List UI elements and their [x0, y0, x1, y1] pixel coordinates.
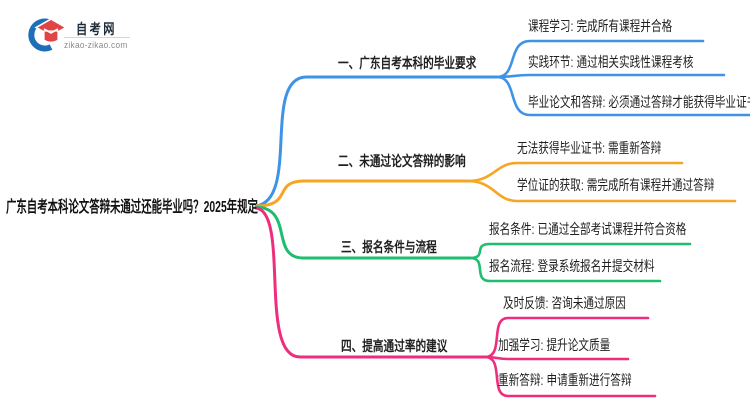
branch3-child-2[interactable]: 报名流程: 登录系统报名并提交材料: [489, 258, 655, 274]
site-logo: 自考网 zikao-zikao.com: [0, 0, 220, 60]
branch2-child-1[interactable]: 无法获得毕业证书: 需重新答辩: [517, 140, 662, 156]
branch1-child-2[interactable]: 实践环节: 通过相关实践性课程考核: [528, 54, 694, 70]
branch1-lines: [254, 39, 750, 208]
logo-divider: [64, 37, 130, 38]
branch2-child-2[interactable]: 学位证的获取: 需完成所有课程并通过答辩: [517, 177, 715, 193]
branch4-child1-line: [483, 316, 650, 359]
graduation-cap-icon: [28, 18, 68, 52]
branch3-child-1[interactable]: 报名条件: 已通过全部考试课程并符合资格: [489, 221, 687, 237]
central-topic[interactable]: 广东自考本科论文答辩未通过还能毕业吗？2025年规定: [6, 199, 258, 216]
branch4-lines: [254, 206, 657, 398]
branch1-child1-line: [495, 39, 705, 79]
logo-site-url: zikao-zikao.com: [64, 40, 128, 50]
branch4-child-1[interactable]: 及时反馈: 咨询未通过原因: [503, 295, 626, 311]
branch1-child2-line: [495, 73, 726, 79]
branch2-curve: [254, 179, 470, 208]
branch2-label[interactable]: 二、未通过论文答辩的影响: [338, 153, 466, 169]
branch3-label[interactable]: 三、报名条件与流程: [341, 239, 437, 255]
branch4-child-2[interactable]: 加强学习: 提升论文质量: [498, 337, 611, 353]
branch1-child3-line: [495, 75, 750, 117]
branch3-child2-line: [468, 256, 662, 283]
branch3-lines: [254, 205, 692, 283]
branch4-label[interactable]: 四、提高通过率的建议: [341, 338, 448, 354]
logo-site-name: 自考网: [76, 21, 117, 37]
branch3-child1-line: [468, 242, 692, 260]
branch4-child-3[interactable]: 重新答辩: 申请重新进行答辩: [498, 372, 632, 388]
branch1-child-3[interactable]: 毕业论文和答辩: 必须通过答辩才能获得毕业证书: [528, 94, 750, 110]
branch4-child2-line: [483, 355, 630, 361]
branch2-child2-line: [466, 179, 737, 203]
branch4-child3-line: [483, 355, 657, 398]
branch1-child-1[interactable]: 课程学习: 完成所有课程并合格: [528, 18, 673, 34]
branch1-curve: [254, 75, 499, 208]
branch2-lines: [254, 161, 737, 208]
branch4-curve: [254, 206, 487, 359]
branch1-label[interactable]: 一、广东自考本科的毕业要求: [338, 55, 477, 71]
branch3-curve: [254, 205, 472, 260]
